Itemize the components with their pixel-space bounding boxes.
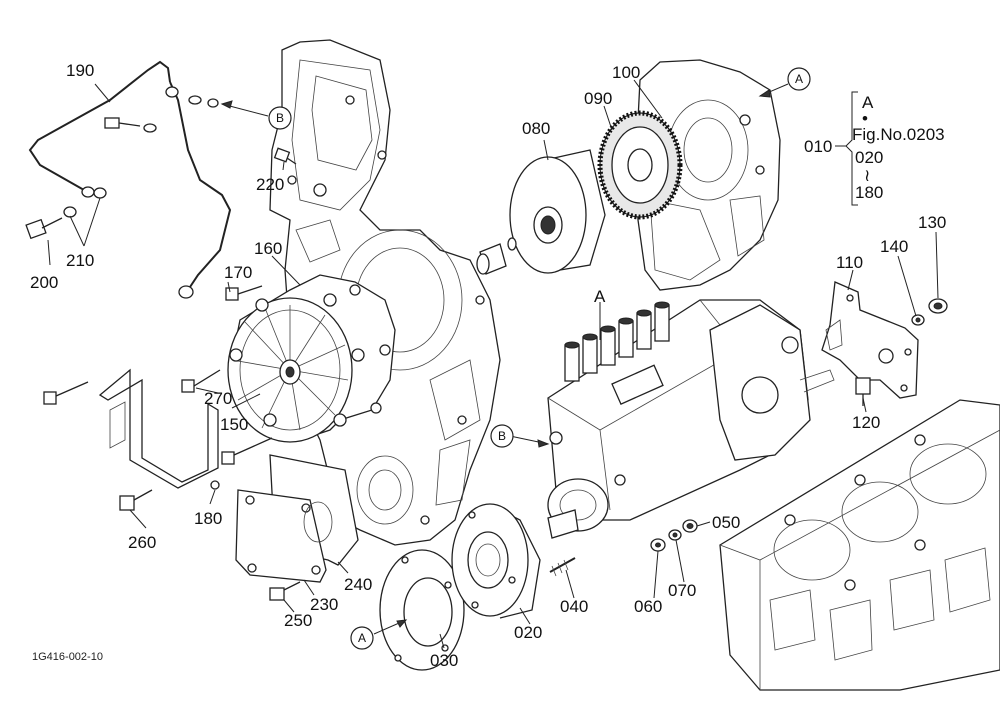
callout-060: 060 [634,597,662,616]
bracket-note: A • Fig.No.0203 020 ≀ 180 [845,91,945,206]
bolt-200 [25,187,107,240]
bolt-250 [269,581,301,601]
callout-090: 090 [584,89,612,108]
callout-080: 080 [522,119,550,138]
figure-code: 1G416-002-10 [32,651,103,663]
mounting-bracket [98,368,220,490]
ref-bubble-a-upper: A [787,67,811,91]
callout-150: 150 [220,415,248,434]
callout-170: 170 [224,263,252,282]
callout-260: 260 [128,533,156,552]
callout-250: 250 [284,611,312,630]
bolt-170 [225,285,263,301]
callout-200: 200 [30,273,58,292]
callout-120: 120 [852,413,880,432]
callout-180: 180 [194,509,222,528]
note-marker: A [862,93,874,112]
shaft-sleeve [476,237,517,275]
flywheel-housing [635,59,781,291]
svg-text:B: B [276,111,284,125]
delivery-valves [564,301,670,382]
gasket-030 [379,549,465,671]
engine-block [719,399,1000,691]
nut-and-washer [911,298,948,326]
callout-160: 160 [254,239,282,258]
bolt-270 [181,369,221,393]
bolt-260 [119,489,153,511]
reference-arrows [220,83,789,635]
idle-gear [597,110,683,220]
callout-130: 130 [918,213,946,232]
bolt-220 [273,147,297,165]
pump-flange-020 [451,503,541,619]
banjo-bolt-upper [104,95,219,133]
bolt-180-stud [221,437,273,465]
note-to: 180 [855,183,883,202]
callout-220: 220 [256,175,284,194]
callout-110: 110 [836,253,863,272]
gear-cover-plate [227,274,396,443]
bolt-left [43,381,89,405]
svg-text:A: A [795,72,803,86]
callout-100: 100 [612,63,640,82]
pump-marker: A [594,287,606,306]
callout-190: 190 [66,61,94,80]
ref-bubble-b-upper: B [268,106,292,130]
callout-210: 210 [66,251,94,270]
note-fig: Fig.No.0203 [852,125,945,144]
stud-040 [549,557,576,577]
callout-270: 270 [204,389,232,408]
leader-lines [47,79,939,649]
drive-gear-assembly [509,149,606,274]
callout-140: 140 [880,237,908,256]
callout-010: 010 [804,137,832,156]
callout-050: 050 [712,513,740,532]
nut-washer-set [650,519,698,552]
callout-070: 070 [668,581,696,600]
ref-bubble-b-lower: B [490,424,514,448]
callout-020: 020 [514,623,542,642]
note-tilde: ≀ [864,166,870,185]
note-dot: • [862,109,868,128]
callout-230: 230 [310,595,338,614]
callout-030: 030 [430,651,458,670]
bolt-120 [855,377,871,406]
ref-bubble-a-lower: A [350,626,374,650]
callout-labels: 010 020 030 040 050 060 070 080 090 100 … [30,61,946,670]
callout-040: 040 [560,597,588,616]
svg-text:A: A [358,631,366,645]
injection-pump [547,299,835,539]
inspection-cover [235,454,359,583]
callout-240: 240 [344,575,372,594]
stop-lever-bracket [821,281,919,399]
svg-text:B: B [498,429,506,443]
note-from: 020 [855,148,883,167]
